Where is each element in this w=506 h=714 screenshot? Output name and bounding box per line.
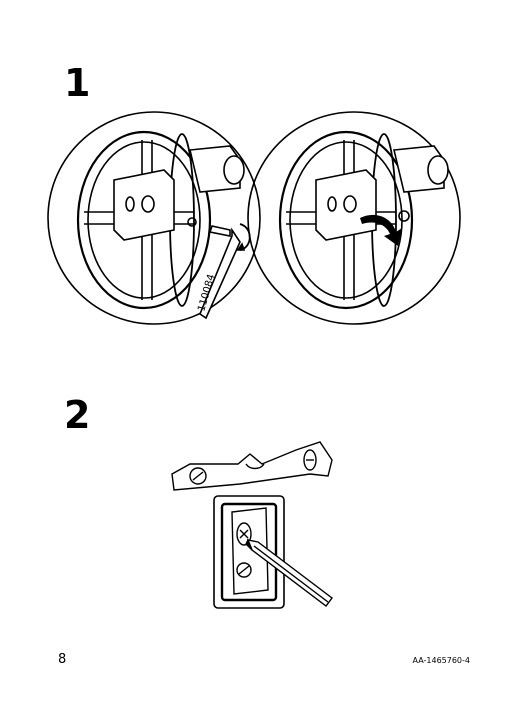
document-code: AA-1465760-4 — [412, 656, 470, 665]
bracket-right — [278, 130, 449, 310]
bracket-left — [76, 130, 245, 310]
pencil-icon — [245, 538, 333, 607]
step1-illustration: 110084 — [47, 111, 461, 325]
detail-circle-right — [247, 111, 461, 325]
rotate-arrow-icon — [360, 214, 402, 246]
page-number: 8 — [58, 652, 67, 667]
step-number-2: 2 — [64, 393, 91, 437]
step-number-1: 1 — [64, 61, 91, 105]
spirit-level-icon — [171, 441, 333, 491]
step2-illustration — [171, 441, 333, 609]
wall-plate-icon — [213, 495, 285, 609]
detail-circle-left — [47, 111, 261, 325]
